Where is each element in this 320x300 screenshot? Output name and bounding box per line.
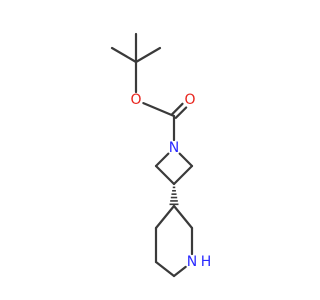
bond-n_azetidine-az_c2 bbox=[178, 152, 194, 168]
bond-az_c2-az_c3 bbox=[172, 164, 194, 186]
bond-az_c4-n_azetidine bbox=[154, 152, 170, 168]
bond-pip_c4-pip_c3 bbox=[154, 204, 176, 230]
atom-label-n_azetidine: N bbox=[169, 140, 179, 156]
atom-label-o_carbonyl: O bbox=[184, 92, 195, 108]
bond-pip_n1-pip_c6 bbox=[172, 265, 187, 278]
bond-ctb-me1 bbox=[110, 46, 138, 64]
atom-label-pip_h: H bbox=[201, 254, 212, 270]
bond-az_c3-az_c4 bbox=[154, 164, 176, 186]
atom-label-o_ester: O bbox=[130, 92, 141, 108]
bond-ctb-me3 bbox=[134, 46, 162, 64]
bond-pip_c3-pip_c2 bbox=[172, 204, 194, 230]
bond-o_ester-c_carbonyl bbox=[142, 102, 176, 118]
bond-pip_c6-pip_c5 bbox=[154, 260, 176, 278]
bond-c_carbonyl-o_carbonyl-b bbox=[171, 102, 184, 116]
bond-az_c3-pip_c3-hashed-wedge bbox=[169, 186, 179, 206]
bond-c_carbonyl-o_carbonyl-a bbox=[174, 106, 188, 119]
bond-layer bbox=[110, 32, 194, 278]
atom-label-pip_n1: N bbox=[187, 254, 197, 270]
